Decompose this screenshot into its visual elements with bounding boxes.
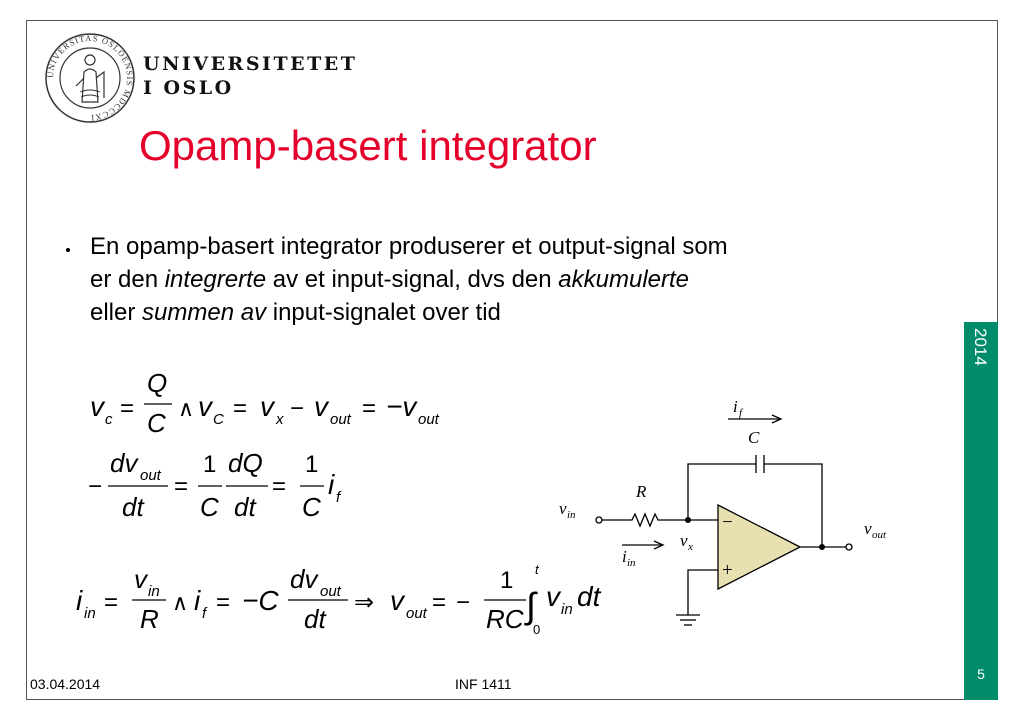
label-i-f: i bbox=[733, 397, 738, 416]
eq3-vout: v bbox=[390, 585, 406, 616]
eq1-C: C bbox=[147, 408, 166, 438]
label-v-in: v bbox=[559, 499, 567, 518]
label-v-out-sub: out bbox=[872, 529, 887, 541]
footer-date: 03.04.2014 bbox=[30, 676, 101, 692]
eq3-eq2: = bbox=[216, 589, 230, 616]
eq1-eq: = bbox=[120, 395, 134, 422]
eq3-upper-limit: t bbox=[535, 562, 540, 577]
eq1-eq3: = bbox=[362, 395, 376, 422]
year-text: 2014 bbox=[971, 328, 990, 366]
eq3-out2-sub: out bbox=[406, 605, 428, 622]
eq1-out2-sub: out bbox=[418, 411, 440, 428]
eq3-dv: dv bbox=[290, 564, 319, 594]
eq2-C: C bbox=[200, 492, 219, 522]
bullet-line2-integrerte: integrerte bbox=[164, 266, 267, 293]
eq3-eq: = bbox=[104, 589, 118, 616]
label-v-x-sub: x bbox=[687, 541, 693, 553]
label-i-f-sub: f bbox=[739, 407, 744, 419]
eq1-C-sub: C bbox=[213, 411, 224, 428]
eq1-and: ∧ bbox=[178, 396, 194, 421]
bullet-line2a: er den bbox=[90, 266, 165, 293]
eq3-RC: RC bbox=[486, 604, 524, 634]
eq2-C2: C bbox=[302, 492, 321, 522]
eq1-vx: v bbox=[260, 391, 276, 422]
eq2-f-sub: f bbox=[336, 489, 342, 506]
label-i-in: i bbox=[622, 547, 627, 566]
eq3-negC: −C bbox=[242, 585, 279, 616]
eq3-dt: dt bbox=[304, 604, 327, 634]
eq1-minus: − bbox=[290, 395, 304, 422]
eq1-c-sub: c bbox=[105, 411, 113, 428]
opamp-plus-terminal: + bbox=[722, 560, 733, 581]
bullet-line2-akkumulerte: akkumulerte bbox=[558, 266, 690, 293]
eq3-vin: v bbox=[546, 581, 562, 612]
eq2-minus: − bbox=[88, 473, 102, 500]
footer-course: INF 1411 bbox=[455, 676, 512, 692]
eq1-Q: Q bbox=[147, 368, 167, 398]
eq3-in2-sub: in bbox=[148, 583, 160, 600]
eq2-one2: 1 bbox=[305, 451, 318, 478]
eq2-dt2: dt bbox=[234, 492, 257, 522]
eq3-lower-limit: 0 bbox=[533, 622, 540, 637]
bullet-line3a: eller bbox=[90, 299, 143, 326]
eq3-in3-sub: in bbox=[561, 601, 573, 618]
eq2-out-sub: out bbox=[140, 467, 162, 484]
eq3-and: ∧ bbox=[172, 590, 188, 615]
label-v-x: v bbox=[680, 531, 688, 550]
equation-1: v c = Q C ∧ v C = v x − v out = −v out bbox=[90, 368, 440, 438]
eq3-implies: ⇒ bbox=[354, 589, 374, 616]
university-name: UNIVERSITETET I OSLO bbox=[143, 52, 357, 100]
eq2-one: 1 bbox=[203, 451, 216, 478]
eq3-v: v bbox=[134, 564, 149, 594]
eq3-minus: − bbox=[456, 589, 470, 616]
eq3-integral: ∫ bbox=[524, 585, 538, 626]
eq1-eq2: = bbox=[233, 395, 247, 422]
opamp-minus-terminal: − bbox=[722, 512, 733, 533]
eq1-x-sub: x bbox=[275, 411, 284, 428]
eq2-dQ: dQ bbox=[228, 448, 263, 478]
eq1-vout: v bbox=[314, 391, 330, 422]
label-i-in-sub: in bbox=[627, 557, 636, 569]
label-R: R bbox=[635, 482, 647, 501]
eq3-i2: i bbox=[194, 585, 201, 616]
eq1-out-sub: out bbox=[330, 411, 352, 428]
opamp-triangle bbox=[717, 503, 802, 591]
page-number: 5 bbox=[977, 666, 985, 682]
label-v-out: v bbox=[864, 519, 872, 538]
eq3-f-sub: f bbox=[202, 605, 208, 622]
eq2-eq: = bbox=[174, 473, 188, 500]
eq2-dt: dt bbox=[122, 492, 145, 522]
bullet-line2c: av et input-signal, dvs den bbox=[266, 266, 559, 293]
university-name-line2: I OSLO bbox=[143, 77, 234, 99]
eq3-dt2: dt bbox=[577, 581, 602, 612]
eq3-in-sub: in bbox=[84, 605, 96, 622]
slide-title: Opamp-basert integrator bbox=[139, 122, 597, 169]
eq3-out-sub: out bbox=[320, 583, 342, 600]
eq3-eq3: = bbox=[432, 589, 446, 616]
eq1-v: v bbox=[90, 391, 106, 422]
eq1-neg-vout: −v bbox=[386, 391, 418, 422]
eq1-vC: v bbox=[198, 391, 214, 422]
equation-2: − dv out dt = 1 C dQ dt = 1 C i f bbox=[88, 448, 342, 522]
bullet-text: En opamp-basert integrator produserer et… bbox=[90, 230, 920, 329]
bullet-line3c: input-signalet over tid bbox=[266, 299, 501, 326]
sidebar-year: 2014 bbox=[966, 328, 996, 388]
university-seal-logo: UNIVERSITAS OSLOENSIS MDCCCXI bbox=[45, 33, 135, 123]
eq2-dv: dv bbox=[110, 448, 139, 478]
bullet-marker bbox=[66, 248, 70, 252]
label-v-in-sub: in bbox=[567, 509, 576, 521]
bullet-line1: En opamp-basert integrator produserer et… bbox=[90, 233, 728, 260]
eq3-i: i bbox=[76, 585, 83, 616]
bullet-line3-summen-av: summen av bbox=[142, 299, 267, 326]
label-C: C bbox=[748, 428, 760, 447]
eq3-R: R bbox=[140, 604, 159, 634]
sidebar-bar bbox=[964, 322, 998, 700]
eq3-one: 1 bbox=[500, 567, 513, 594]
eq2-eq2: = bbox=[272, 473, 286, 500]
equation-3: i in = v in R ∧ i f = −C dv out dt ⇒ v o… bbox=[76, 562, 602, 637]
eq2-i: i bbox=[328, 469, 335, 500]
university-name-line1: UNIVERSITETET bbox=[143, 53, 358, 75]
